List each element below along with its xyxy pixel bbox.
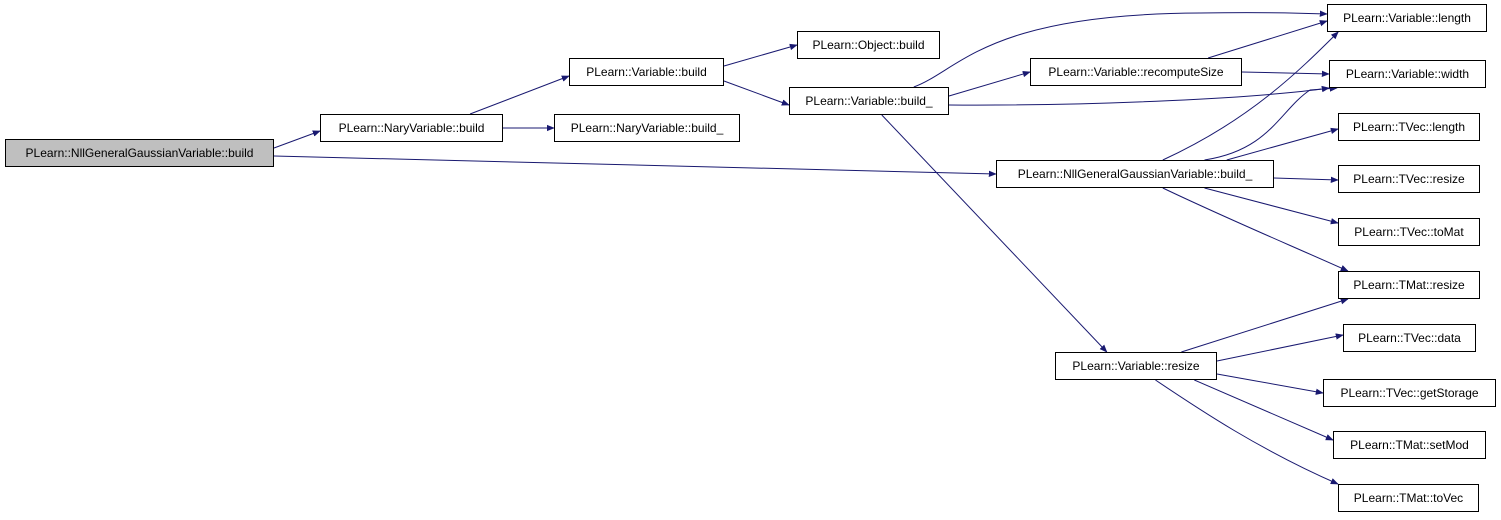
node-recompute[interactable]: PLearn::Variable::recomputeSize — [1030, 58, 1242, 86]
node-nary-build[interactable]: PLearn::NaryVariable::build — [320, 114, 503, 142]
edge-var-build-to-var-build- — [723, 80, 790, 106]
node-tvec-resize[interactable]: PLearn::TVec::resize — [1338, 165, 1480, 193]
edge-var-build--to-var-width — [948, 85, 1330, 106]
edge-var-resize-to-tmat-resize — [1181, 298, 1349, 353]
edge-nll-build--to-var-length — [1162, 31, 1339, 161]
node-nll-build-[interactable]: PLearn::NllGeneralGaussianVariable::buil… — [996, 160, 1274, 188]
edge-nll-build--to-tvec-length — [1226, 127, 1339, 161]
node-tmat-setmod[interactable]: PLearn::TMat::setMod — [1333, 431, 1486, 459]
edge-nll-build--to-tmat-resize — [1162, 187, 1349, 272]
node-tvec-data[interactable]: PLearn::TVec::data — [1343, 324, 1476, 352]
edge-recompute-to-var-width — [1241, 70, 1330, 78]
node-nll-build[interactable]: PLearn::NllGeneralGaussianVariable::buil… — [5, 139, 274, 167]
node-var-width[interactable]: PLearn::Variable::width — [1329, 60, 1486, 88]
node-nary-build-[interactable]: PLearn::NaryVariable::build_ — [554, 114, 740, 142]
edge-var-resize-to-tvec-getstorage — [1216, 373, 1324, 395]
edge-nary-build-to-var-build — [469, 75, 570, 115]
node-tvec-length[interactable]: PLearn::TVec::length — [1338, 113, 1480, 141]
node-var-resize[interactable]: PLearn::Variable::resize — [1055, 352, 1217, 380]
edge-recompute-to-var-length — [1207, 20, 1328, 59]
edge-nll-build--to-tvec-resize — [1273, 176, 1339, 183]
node-var-build-[interactable]: PLearn::Variable::build_ — [789, 87, 949, 115]
edge-var-build--to-recompute — [948, 70, 1031, 97]
edge-nll-build-to-nll-build- — [273, 155, 997, 178]
edge-var-build--to-var-length — [913, 10, 1328, 88]
edge-var-resize-to-tmat-setmod — [1194, 379, 1334, 441]
node-var-length[interactable]: PLearn::Variable::length — [1327, 4, 1487, 32]
node-tmat-tovec[interactable]: PLearn::TMat::toVec — [1338, 484, 1479, 512]
node-obj-build[interactable]: PLearn::Object::build — [797, 31, 940, 59]
edges-layer — [273, 10, 1349, 485]
node-var-build[interactable]: PLearn::Variable::build — [569, 58, 724, 86]
node-tvec-tomat[interactable]: PLearn::TVec::toMat — [1338, 218, 1480, 246]
edge-nll-build-to-nary-build — [273, 130, 321, 149]
edge-var-build--to-var-resize — [881, 114, 1108, 353]
edge-nll-build--to-tvec-tomat — [1204, 187, 1339, 225]
node-tvec-getstorage[interactable]: PLearn::TVec::getStorage — [1323, 379, 1496, 407]
edge-var-resize-to-tmat-tovec — [1155, 379, 1339, 485]
edge-var-build-to-obj-build — [723, 43, 798, 67]
node-tmat-resize[interactable]: PLearn::TMat::resize — [1338, 271, 1480, 299]
edge-var-resize-to-tvec-data — [1216, 333, 1344, 362]
edge-nll-build--to-var-width — [1204, 85, 1338, 161]
